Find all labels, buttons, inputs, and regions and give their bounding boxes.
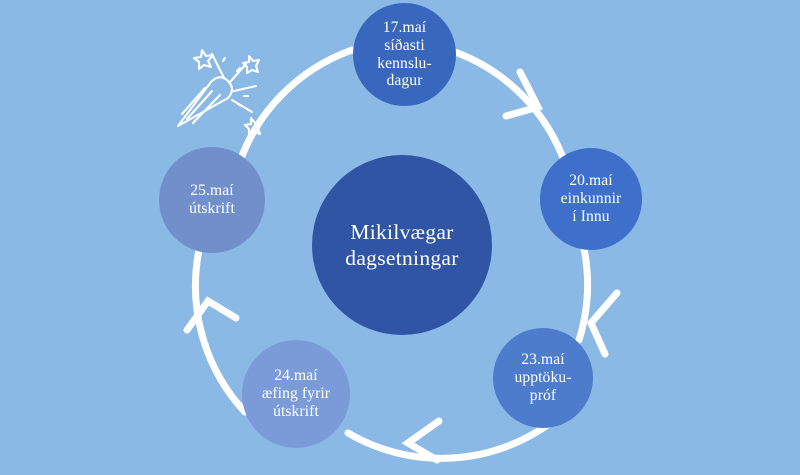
arrow-upper-right — [502, 68, 544, 120]
cycle-node-20-mai-label: 20.maí einkunnir í Innu — [560, 172, 622, 225]
confetti-cone-line-1 — [185, 89, 214, 121]
confetti-cone-line-3 — [180, 86, 207, 116]
arc-node3-to-node4 — [344, 417, 557, 462]
party-popper-icon — [176, 48, 263, 137]
confetti-cone — [176, 76, 234, 128]
cycle-node-24-mai-label: 24.maí æfing fyrir útskrift — [261, 367, 331, 420]
confetti-star-2 — [241, 54, 261, 75]
confetti-cone-line-2 — [191, 93, 222, 125]
arc-node4-to-node5 — [191, 246, 249, 416]
arc-node2-to-node3 — [575, 240, 591, 344]
ring-arc-group — [191, 46, 591, 462]
confetti-star-3 — [243, 116, 263, 137]
confetti-dash-3 — [221, 56, 227, 63]
cycle-node-24-mai[interactable]: 24.maí æfing fyrir útskrift — [242, 340, 350, 448]
cycle-node-17-mai[interactable]: 17.maí síðasti kennslu- dagur — [353, 3, 456, 106]
confetti-ray-1 — [210, 52, 226, 80]
cycle-node-25-mai[interactable]: 25.maí útskrift — [159, 147, 265, 253]
cycle-node-23-mai-label: 23.maí upptöku- próf — [514, 351, 572, 404]
arrow-lower-right — [586, 289, 621, 358]
cycle-node-23-mai[interactable]: 23.maí upptöku- próf — [493, 328, 593, 428]
center-node-label: Mikilvægar dagsetningar — [345, 219, 459, 270]
cycle-node-20-mai[interactable]: 20.maí einkunnir í Innu — [540, 148, 642, 250]
arc-node1-to-node2 — [451, 48, 570, 170]
arrow-lower-left — [183, 296, 240, 334]
arrow-bottom — [401, 417, 443, 464]
cycle-node-17-mai-label: 17.maí síðasti kennslu- dagur — [377, 18, 432, 90]
confetti-ray-2 — [228, 62, 248, 84]
ring-arrowheads — [183, 68, 621, 464]
cycle-node-25-mai-label: 25.maí útskrift — [189, 182, 235, 217]
confetti-dash-4 — [236, 102, 244, 108]
arc-node5-to-node1 — [234, 46, 356, 171]
confetti-star-1 — [192, 48, 215, 71]
confetti-dash-1 — [235, 66, 242, 73]
center-node: Mikilvægar dagsetningar — [312, 155, 492, 335]
confetti-ray-3 — [232, 84, 258, 93]
